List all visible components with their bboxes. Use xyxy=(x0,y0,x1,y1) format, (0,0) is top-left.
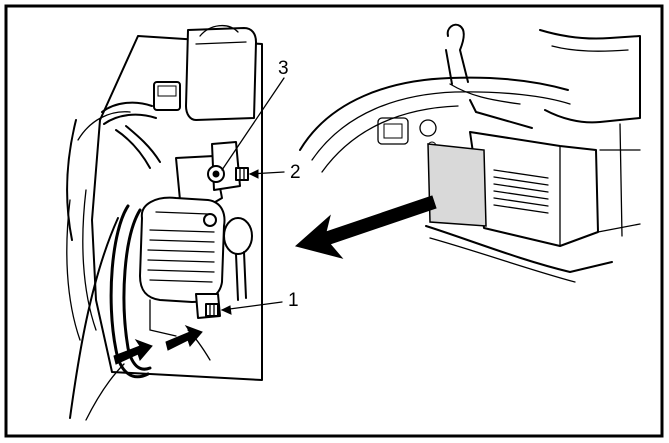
callout-3: 3 xyxy=(221,58,289,171)
callout-2-label: 2 xyxy=(290,162,301,183)
engine-detail-panel xyxy=(66,25,263,421)
side-cover xyxy=(427,143,487,227)
callout-1-label: 1 xyxy=(288,290,299,311)
machine-overview xyxy=(299,23,641,283)
fan-belt xyxy=(69,204,152,419)
adjuster-bolt xyxy=(235,167,249,181)
callout-1: 1 xyxy=(220,290,299,315)
belt-tension-arrows xyxy=(85,324,203,421)
pivot-bolt xyxy=(195,293,221,319)
callout-2: 2 xyxy=(248,162,301,183)
callout-3-label: 3 xyxy=(278,58,289,79)
view-direction-arrow xyxy=(294,195,437,259)
engine-grille xyxy=(493,169,549,214)
alternator xyxy=(139,196,226,303)
